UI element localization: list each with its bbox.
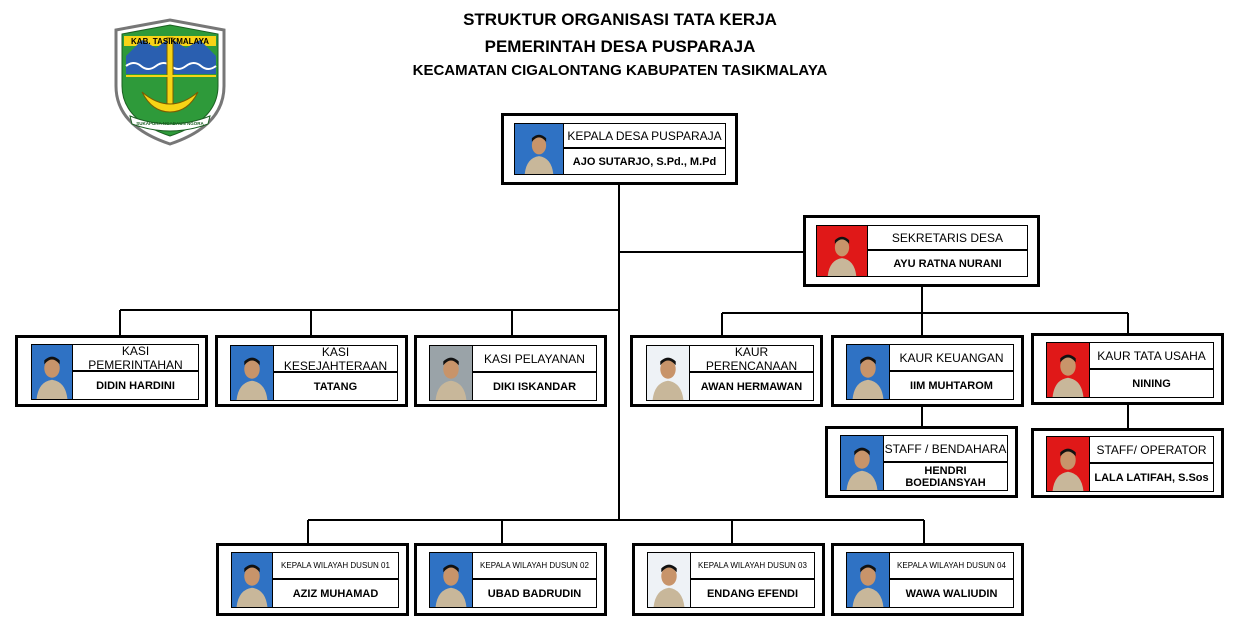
card-kadus-03[interactable]: KEPALA WILAYAH DUSUN 03 ENDANG EFENDI [632, 543, 825, 616]
position-label: KAUR PERENCANAAN [690, 345, 813, 373]
card-kepala-desa[interactable]: KEPALA DESA PUSPARAJA AJO SUTARJO, S.Pd.… [501, 113, 738, 185]
portrait-silhouette [852, 356, 884, 399]
photo-kepala-desa [515, 124, 564, 174]
photo-kaur-tata-usaha [1047, 343, 1090, 397]
card-kaur-keuangan[interactable]: KAUR KEUANGAN IIM MUHTAROM [831, 335, 1024, 407]
card-staff-operator[interactable]: STAFF/ OPERATOR LALA LATIFAH, S.Sos [1031, 428, 1224, 498]
member-name: ENDANG EFENDI [706, 587, 799, 600]
position-label: KEPALA WILAYAH DUSUN 02 [473, 553, 596, 580]
card-kadus-02[interactable]: KEPALA WILAYAH DUSUN 02 UBAD BADRUDIN [414, 543, 607, 616]
card-kadus-04[interactable]: KEPALA WILAYAH DUSUN 04 WAWA WALIUDIN [831, 543, 1024, 616]
photo-kaur-keuangan [847, 345, 890, 399]
portrait-silhouette [852, 564, 884, 607]
portrait-silhouette [652, 357, 684, 400]
member-name: UBAD BADRUDIN [487, 587, 582, 600]
logo-top-text: KAB. TASIKMALAYA [131, 37, 209, 46]
chart-title-line-3: KECAMATAN CIGALONTANG KABUPATEN TASIKMAL… [412, 62, 828, 79]
photo-staff-operator [1047, 437, 1090, 491]
photo-kadus-02 [430, 553, 473, 607]
photo-kadus-03 [648, 553, 691, 607]
photo-staff-bendahara [841, 436, 884, 490]
portrait-silhouette [1052, 448, 1084, 491]
position-label: KEPALA DESA PUSPARAJA [564, 124, 725, 149]
card-kasi-kesejahteraan[interactable]: KASI KESEJAHTERAAN TATANG [215, 335, 408, 407]
photo-kasi-kesejahteraan [231, 346, 274, 400]
position-label: KEPALA WILAYAH DUSUN 03 [691, 553, 814, 580]
photo-kadus-04 [847, 553, 890, 607]
portrait-silhouette [827, 236, 857, 276]
member-name: WAWA WALIUDIN [905, 587, 998, 600]
photo-kasi-pemerintahan [32, 345, 73, 399]
member-name: HENDRI BOEDIANSYAH [905, 464, 986, 489]
portrait-silhouette [236, 357, 268, 400]
member-name: DIDIN HARDINI [96, 379, 175, 392]
portrait-silhouette [435, 564, 467, 607]
member-name: DIKI ISKANDAR [492, 380, 577, 393]
position-label: KASI PELAYANAN [473, 346, 596, 373]
chart-title-line-2: PEMERINTAH DESA PUSPARAJA [484, 37, 756, 56]
kabupaten-logo: KAB. TASIKMALAYA SUKAPURA NGADAUN NGORA [114, 18, 226, 146]
portrait-silhouette [236, 564, 268, 607]
position-label: SEKRETARIS DESA [868, 226, 1027, 251]
position-label: KASI KESEJAHTERAAN [274, 345, 397, 373]
photo-sekretaris [817, 226, 868, 276]
member-name: IIM MUHTAROM [910, 379, 993, 392]
portrait-silhouette [524, 134, 554, 174]
card-sekretaris-desa[interactable]: SEKRETARIS DESA AYU RATNA NURANI [803, 215, 1040, 287]
card-kaur-tata-usaha[interactable]: KAUR TATA USAHA NINING [1031, 333, 1224, 405]
position-label: KAUR KEUANGAN [890, 345, 1013, 372]
member-name: AZIZ MUHAMAD [292, 587, 379, 600]
portrait-silhouette [36, 356, 68, 399]
photo-kasi-pelayanan [430, 346, 473, 400]
position-label: STAFF/ OPERATOR [1090, 437, 1213, 464]
member-name: NINING [1132, 377, 1171, 390]
position-label: KEPALA WILAYAH DUSUN 04 [890, 553, 1013, 580]
chart-title-line-1: STRUKTUR ORGANISASI TATA KERJA [463, 10, 777, 29]
portrait-silhouette [1052, 354, 1084, 397]
card-kasi-pemerintahan[interactable]: KASI PEMERINTAHAN DIDIN HARDINI [15, 335, 208, 407]
member-name: AJO SUTARJO, S.Pd., M.Pd [572, 155, 717, 168]
position-label: STAFF / BENDAHARA [884, 436, 1007, 463]
photo-kaur-perencanaan [647, 346, 690, 400]
member-name: TATANG [313, 380, 358, 393]
member-name: AYU RATNA NURANI [893, 257, 1002, 270]
photo-kadus-01 [232, 553, 273, 607]
card-kasi-pelayanan[interactable]: KASI PELAYANAN DIKI ISKANDAR [414, 335, 607, 407]
card-kadus-01[interactable]: KEPALA WILAYAH DUSUN 01 AZIZ MUHAMAD [216, 543, 409, 616]
card-kaur-perencanaan[interactable]: KAUR PERENCANAAN AWAN HERMAWAN [630, 335, 823, 407]
member-name: LALA LATIFAH, S.Sos [1094, 471, 1209, 484]
portrait-silhouette [653, 564, 685, 607]
card-staff-bendahara[interactable]: STAFF / BENDAHARA HENDRI BOEDIANSYAH [825, 426, 1018, 498]
portrait-silhouette [846, 447, 878, 490]
position-label: KAUR TATA USAHA [1090, 343, 1213, 370]
portrait-silhouette [435, 357, 467, 400]
position-label: KASI PEMERINTAHAN [73, 344, 198, 372]
logo-ribbon-text: SUKAPURA NGADAUN NGORA [136, 121, 204, 126]
member-name: AWAN HERMAWAN [700, 380, 803, 393]
position-label: KEPALA WILAYAH DUSUN 01 [273, 553, 398, 580]
